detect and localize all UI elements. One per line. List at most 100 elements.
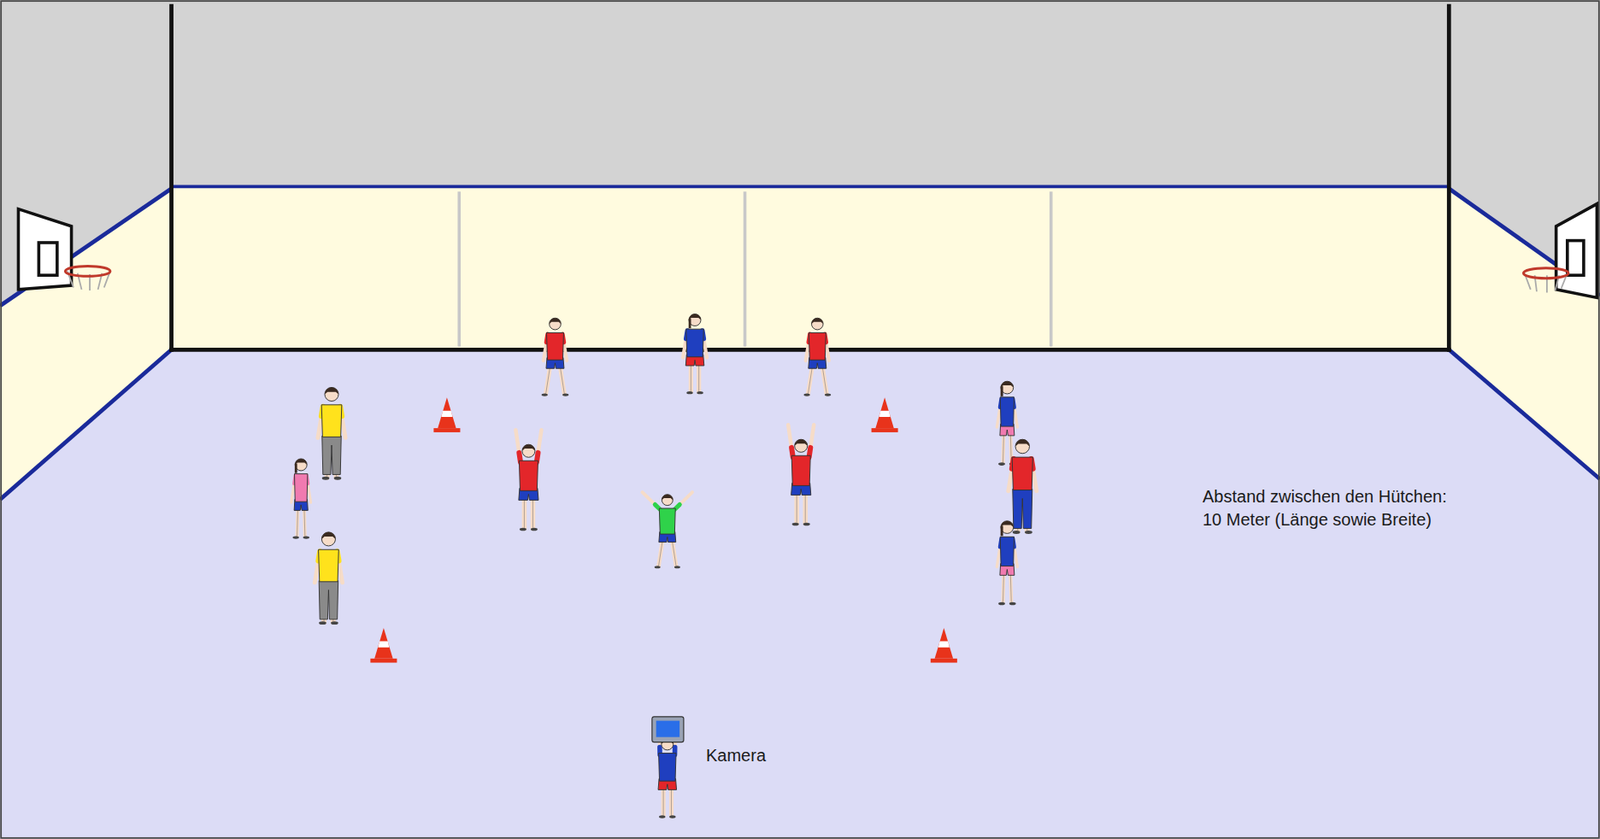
shoe xyxy=(318,621,327,625)
shoe xyxy=(792,523,800,527)
head xyxy=(661,494,673,506)
shoe xyxy=(562,393,569,396)
shirt xyxy=(791,455,811,486)
player xyxy=(314,532,342,625)
cone xyxy=(370,628,397,664)
shirt xyxy=(686,329,704,358)
cone-stripe xyxy=(879,411,891,418)
floor-edge xyxy=(1448,349,1600,480)
backboard-square xyxy=(1567,241,1584,277)
cone-stripe xyxy=(377,641,389,648)
camera-monitor xyxy=(652,717,684,743)
shoe xyxy=(541,393,548,396)
player xyxy=(291,458,312,540)
shoe xyxy=(330,621,339,625)
cone xyxy=(930,628,958,664)
shoe xyxy=(303,535,310,539)
player xyxy=(658,729,677,819)
shirt xyxy=(546,333,564,361)
hair xyxy=(688,318,692,329)
cone-base xyxy=(433,428,460,433)
arm xyxy=(674,492,693,511)
monitor-frame xyxy=(652,717,684,743)
hair xyxy=(661,494,673,500)
head xyxy=(1015,439,1030,453)
player xyxy=(1008,439,1037,535)
trousers xyxy=(318,581,338,620)
cones xyxy=(370,397,957,663)
hair xyxy=(549,317,562,324)
monitor-screen xyxy=(656,721,680,738)
hair xyxy=(294,464,298,474)
trousers xyxy=(1012,488,1033,529)
cone xyxy=(433,397,460,433)
shoe xyxy=(658,815,665,818)
hair xyxy=(1000,526,1004,537)
shoe xyxy=(292,535,299,539)
head xyxy=(321,532,336,547)
basketball-hoop xyxy=(17,209,110,291)
head xyxy=(522,444,536,458)
hair xyxy=(1000,386,1004,397)
player xyxy=(996,381,1018,466)
cone-stripe xyxy=(441,411,453,418)
cone-body xyxy=(437,397,456,429)
shoe xyxy=(998,462,1006,466)
shirt xyxy=(658,508,676,535)
shirt xyxy=(1011,457,1033,490)
shoe xyxy=(519,528,527,532)
head xyxy=(324,387,339,401)
back-wall xyxy=(171,186,1450,350)
shirt xyxy=(1000,397,1014,427)
shoe xyxy=(530,528,538,532)
backboard xyxy=(1556,204,1598,299)
wall-stripe xyxy=(171,185,1450,189)
arm xyxy=(515,429,521,463)
shirt xyxy=(518,460,538,491)
backboard-square xyxy=(38,242,57,276)
shoe xyxy=(334,476,342,481)
shoe xyxy=(322,476,330,481)
shirt xyxy=(318,549,340,583)
shirt xyxy=(808,333,826,361)
player xyxy=(803,317,831,396)
hair xyxy=(324,387,339,395)
cone-base xyxy=(871,428,899,433)
cone-body xyxy=(935,628,953,659)
cone-body xyxy=(374,628,393,659)
cone-base xyxy=(370,658,397,664)
shoe xyxy=(998,602,1006,606)
shoe xyxy=(803,393,810,396)
shoe xyxy=(1012,530,1021,535)
hair xyxy=(811,317,824,324)
head xyxy=(794,439,808,453)
shoe xyxy=(669,815,676,818)
camera-label: Kamera xyxy=(705,745,766,766)
player xyxy=(996,521,1018,606)
head xyxy=(549,317,562,330)
head xyxy=(811,317,824,330)
backboard xyxy=(17,209,71,290)
shoe xyxy=(824,393,831,396)
trousers xyxy=(322,435,342,475)
shirt xyxy=(1000,536,1014,566)
player xyxy=(682,314,707,395)
rim xyxy=(64,265,111,277)
hair xyxy=(321,532,336,540)
cone-stripe xyxy=(938,641,950,648)
players xyxy=(291,314,1037,819)
shoe xyxy=(1024,530,1033,535)
wall-seam xyxy=(457,191,461,347)
cone-base xyxy=(930,658,958,664)
arm xyxy=(788,424,794,458)
player xyxy=(642,492,693,569)
shoe xyxy=(674,565,681,569)
floor xyxy=(0,349,1600,839)
wall-seam xyxy=(1049,191,1053,347)
shoe xyxy=(1009,602,1017,606)
